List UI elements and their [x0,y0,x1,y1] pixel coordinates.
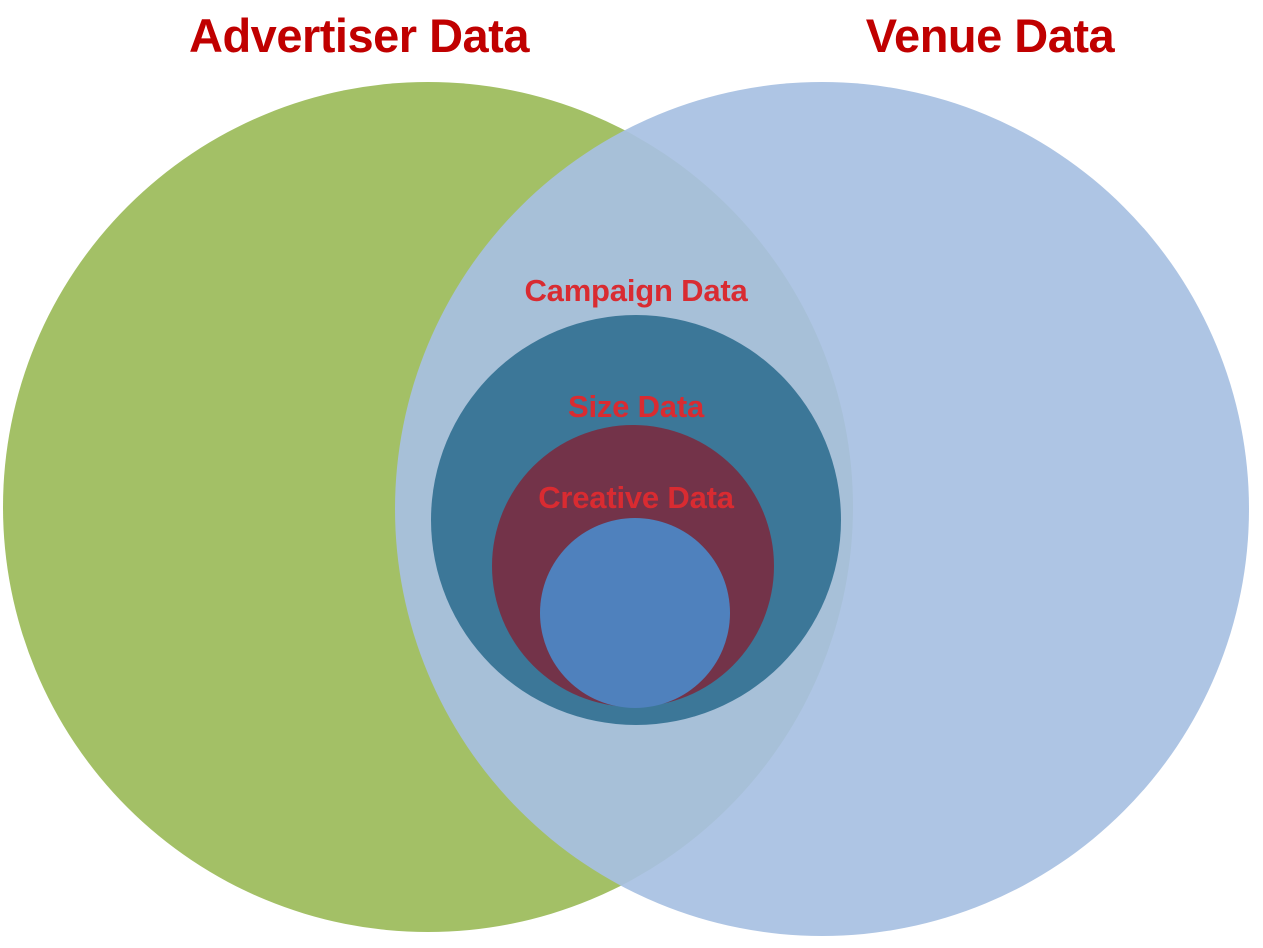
label-campaign-data: Campaign Data [524,273,748,308]
label-creative-data: Creative Data [538,480,734,515]
title-venue-data: Venue Data [865,9,1115,62]
title-advertiser-data: Advertiser Data [189,9,529,62]
label-size-data: Size Data [567,389,705,424]
circle-creative-data[interactable] [540,518,730,708]
